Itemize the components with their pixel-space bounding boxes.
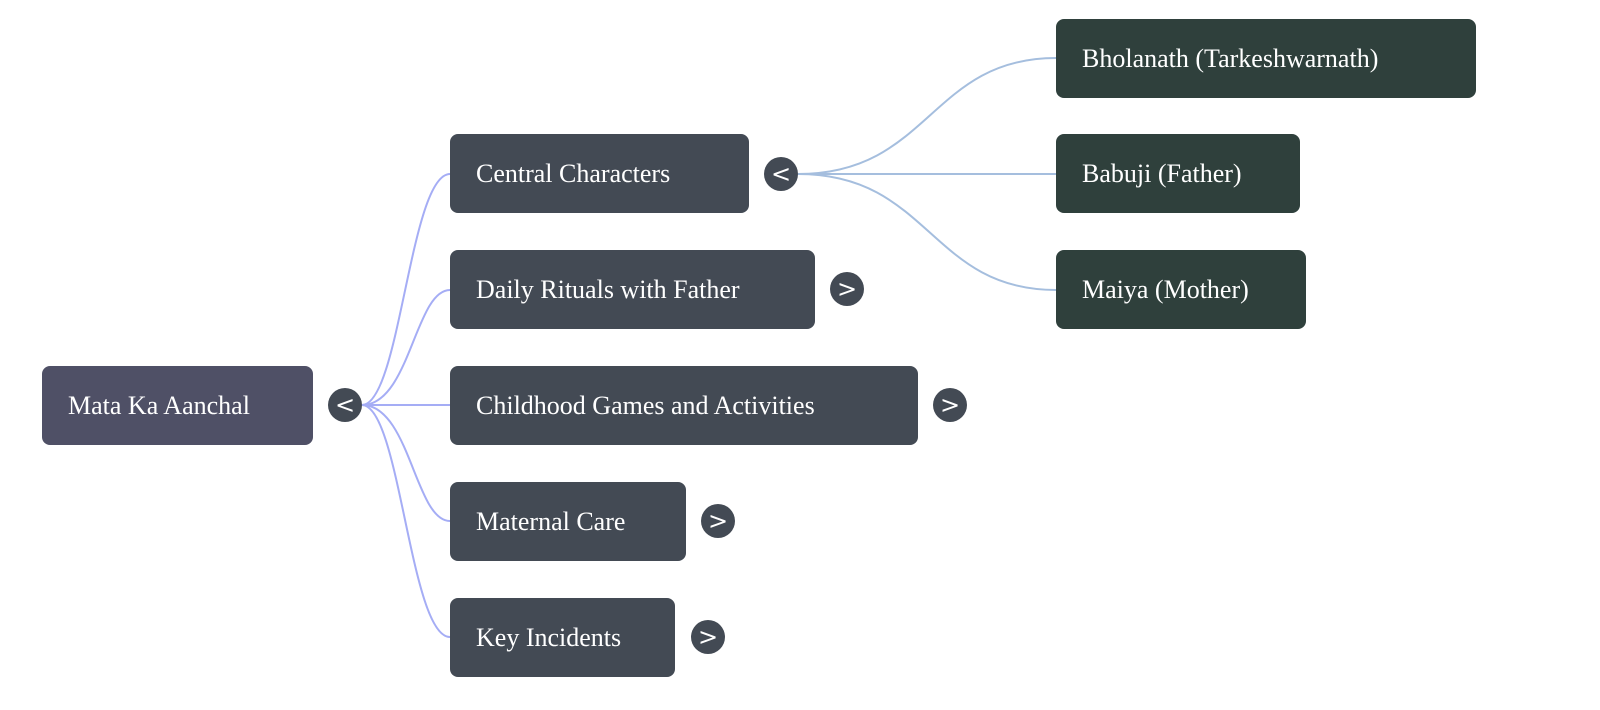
node-label: Maternal Care — [476, 506, 626, 536]
expand-toggle-maternal-care[interactable]: > — [701, 504, 735, 538]
link-key-incidents — [361, 404, 451, 638]
link-daily-rituals — [361, 289, 451, 406]
link-central-characters — [361, 173, 451, 406]
node-central-characters[interactable]: Central Characters — [450, 134, 749, 213]
node-label: Babuji (Father) — [1082, 158, 1242, 188]
node-label: Maiya (Mother) — [1082, 274, 1249, 304]
expand-toggle-childhood-games[interactable]: > — [933, 388, 967, 422]
expand-toggle-daily-rituals[interactable]: > — [830, 272, 864, 306]
node-maiya[interactable]: Maiya (Mother) — [1056, 250, 1306, 329]
node-bholanath[interactable]: Bholanath (Tarkeshwarnath) — [1056, 19, 1476, 98]
expand-toggle-key-incidents[interactable]: > — [691, 620, 725, 654]
node-childhood-games[interactable]: Childhood Games and Activities — [450, 366, 918, 445]
node-maternal-care[interactable]: Maternal Care — [450, 482, 686, 561]
collapse-toggle-root[interactable]: < — [328, 388, 362, 422]
root-label: Mata Ka Aanchal — [68, 390, 250, 420]
node-label: Daily Rituals with Father — [476, 274, 740, 304]
node-label: Childhood Games and Activities — [476, 390, 815, 420]
node-key-incidents[interactable]: Key Incidents — [450, 598, 675, 677]
link-maternal-care — [361, 404, 451, 522]
root-node[interactable]: Mata Ka Aanchal — [42, 366, 313, 445]
node-daily-rituals[interactable]: Daily Rituals with Father — [450, 250, 815, 329]
collapse-toggle-central-characters[interactable]: < — [764, 157, 798, 191]
link-bholanath — [797, 57, 1057, 175]
node-label: Bholanath (Tarkeshwarnath) — [1082, 43, 1379, 73]
link-maiya — [797, 173, 1057, 291]
node-label: Key Incidents — [476, 622, 622, 652]
node-label: Central Characters — [476, 158, 671, 188]
node-babuji[interactable]: Babuji (Father) — [1056, 134, 1300, 213]
